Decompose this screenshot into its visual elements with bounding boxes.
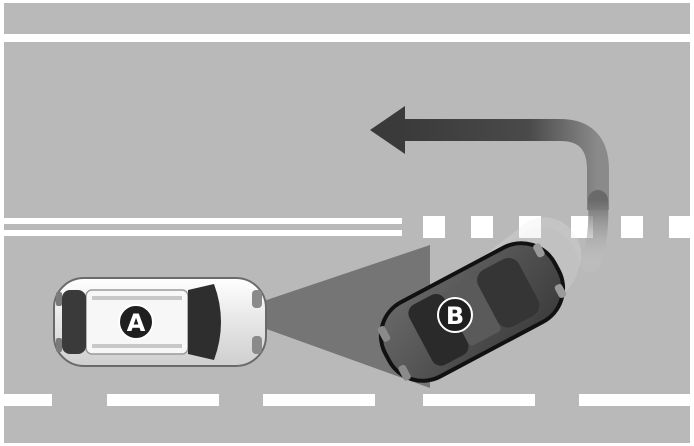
car-a: [53, 277, 267, 367]
vehicle-b-label: B: [446, 302, 464, 330]
double-line-lower: [4, 230, 402, 236]
vehicle-a-label: A: [127, 309, 146, 337]
bottom-dashed-line: [4, 394, 690, 406]
dash-segment: [579, 394, 690, 406]
double-line-upper: [4, 218, 402, 224]
dash-square: [471, 216, 493, 238]
dash-segment: [263, 394, 375, 406]
dash-segment: [4, 394, 52, 406]
dash-square: [669, 216, 690, 238]
dash-segment: [423, 394, 535, 406]
dash-square: [621, 216, 643, 238]
dash-square: [519, 216, 541, 238]
vehicle-b-badge: B: [437, 297, 473, 333]
sensor-cone: [225, 245, 430, 388]
u-turn-arrow-icon: [370, 106, 609, 272]
vehicle-a-badge: A: [118, 304, 154, 340]
dash-segment: [107, 394, 219, 406]
dash-square: [423, 216, 445, 238]
top-edge-line: [4, 34, 690, 42]
